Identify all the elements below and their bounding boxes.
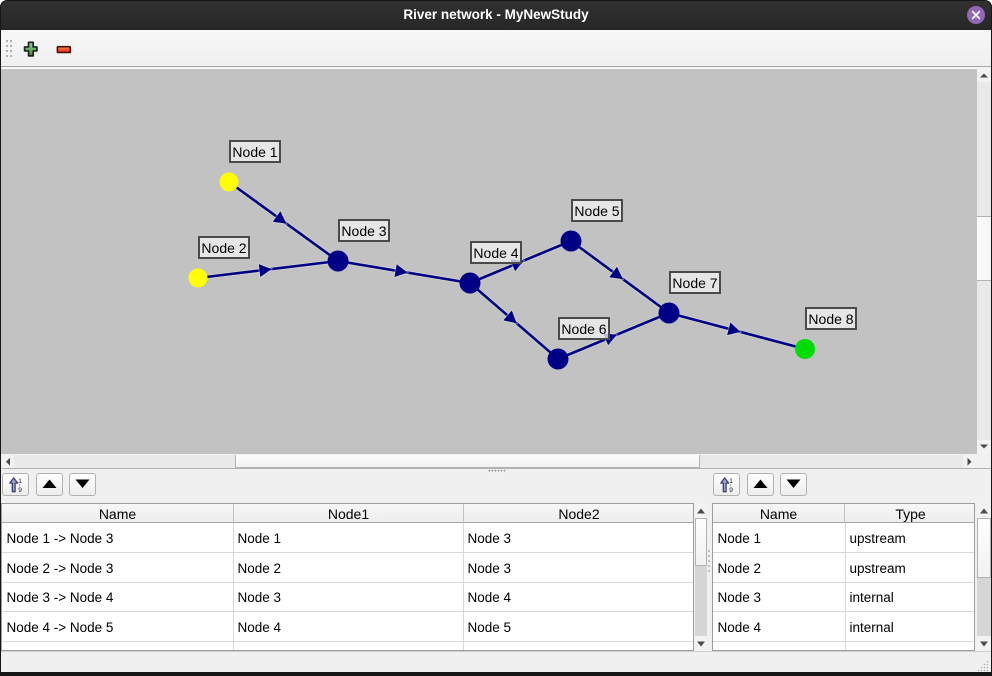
svg-text:9: 9 — [18, 487, 22, 494]
svg-text:9: 9 — [729, 487, 733, 494]
svg-text:1: 1 — [18, 478, 22, 485]
svg-text:1: 1 — [729, 478, 733, 485]
